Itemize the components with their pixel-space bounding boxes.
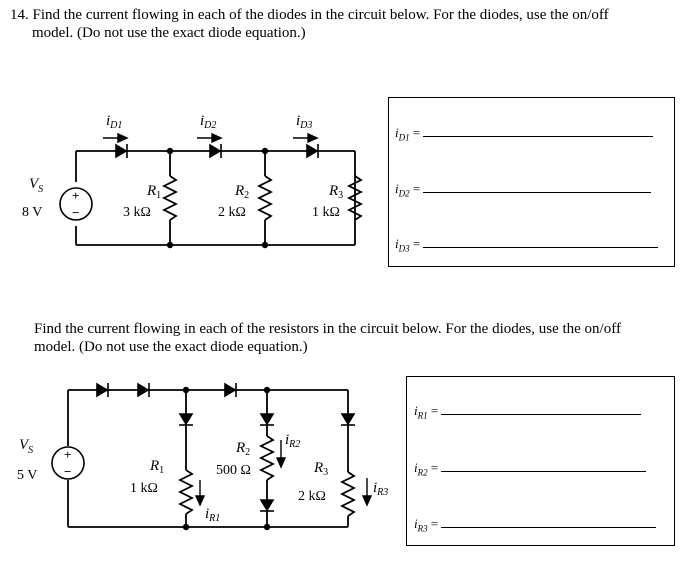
answer-field-id2[interactable] xyxy=(423,180,652,193)
answer-field-ir2[interactable] xyxy=(441,459,647,472)
problem-1-line-1: Find the current flowing in each of the … xyxy=(32,7,609,23)
answer-row-ir1: iR1 = xyxy=(414,402,642,421)
r2-label: R2 xyxy=(234,183,249,201)
vs1-label: VS xyxy=(29,176,43,195)
answer-row-id1: iD1 = xyxy=(395,124,654,143)
voltage-source-1 xyxy=(59,187,93,221)
answer-field-ir3[interactable] xyxy=(441,515,657,528)
problem-2-line-2: model. (Do not use the exact diode equat… xyxy=(34,339,308,355)
diode-d3 xyxy=(306,143,319,159)
diode-d1 xyxy=(115,143,128,159)
r1b-label: R1 xyxy=(149,458,164,476)
vs2-value: 5 V xyxy=(17,468,37,483)
vs2-label: VS xyxy=(19,437,33,456)
r2b-label: R2 xyxy=(235,440,250,458)
vs2-minus: − xyxy=(64,464,71,479)
answer-row-ir3: iR3 = xyxy=(414,515,657,534)
label-id2: iD2 xyxy=(200,113,216,131)
vs1-plus: + xyxy=(72,188,79,203)
answer-box-2 xyxy=(406,376,675,546)
label-ir2: iR2 xyxy=(285,432,300,450)
answer-field-id3[interactable] xyxy=(423,235,659,248)
problem-2-line-1: Find the current flowing in each of the … xyxy=(34,321,621,337)
vs2-plus: + xyxy=(64,447,71,462)
r3b-label: R3 xyxy=(313,460,328,478)
answer-box-1 xyxy=(388,97,675,267)
diode-d2 xyxy=(209,143,222,159)
r3-value: 1 kΩ xyxy=(312,205,340,220)
r3-label: R3 xyxy=(328,183,343,201)
problem-1-text: 14. Find the current flowing in each of … xyxy=(10,6,680,42)
r1b-value: 1 kΩ xyxy=(130,481,158,496)
r3b-value: 2 kΩ xyxy=(298,489,326,504)
answer-row-ir2: iR2 = xyxy=(414,459,647,478)
answer-row-id2: iD2 = xyxy=(395,180,652,199)
answer-row-id3: iD3 = xyxy=(395,235,659,254)
answer-field-id1[interactable] xyxy=(423,124,654,137)
r2b-value: 500 Ω xyxy=(216,463,251,478)
problem-1-line-2: model. (Do not use the exact diode equat… xyxy=(32,25,306,41)
r1-label: R1 xyxy=(146,183,161,201)
label-id1: iD1 xyxy=(106,113,122,131)
problem-number: 14. xyxy=(10,7,29,23)
label-id3: iD3 xyxy=(296,113,312,131)
vs1-minus: − xyxy=(72,205,79,220)
answer-field-ir1[interactable] xyxy=(441,402,642,415)
voltage-source-2 xyxy=(51,446,85,480)
label-ir3: iR3 xyxy=(373,480,388,498)
r1-value: 3 kΩ xyxy=(123,205,151,220)
r2-value: 2 kΩ xyxy=(218,205,246,220)
problem-2-text: Find the current flowing in each of the … xyxy=(34,320,694,356)
label-ir1: iR1 xyxy=(205,506,220,524)
vs1-value: 8 V xyxy=(22,205,42,220)
